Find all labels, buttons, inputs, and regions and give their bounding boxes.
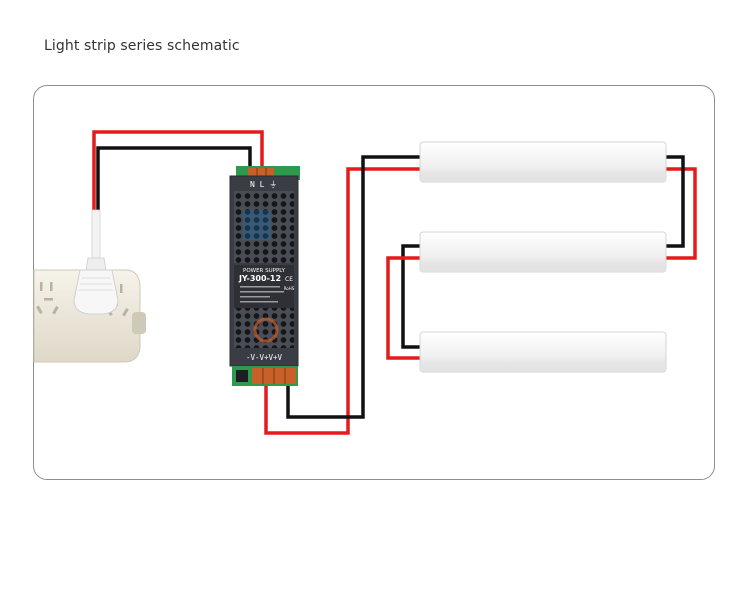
series-link-black-left [401, 244, 424, 349]
psu-input-marks: N L ⏚ [250, 180, 277, 189]
psu-output-marks: -V-V+V+V [246, 353, 283, 362]
ac-live-wire [92, 130, 264, 212]
psu-model: JY-300-12 [238, 274, 281, 283]
series-link-red-left [386, 256, 424, 360]
led-strip-bottom [419, 331, 667, 373]
wires [92, 130, 697, 435]
psu-ce-mark: CE [285, 276, 293, 283]
psu-header: POWER SUPPLY [243, 268, 286, 274]
led-strip-middle [419, 231, 667, 273]
power-supply-icon: N L ⏚ POWER SUPPLY JY-300-12 CE RoHS -V-… [229, 166, 300, 386]
series-link-black-right [662, 155, 685, 248]
page-title: Light strip series schematic [44, 38, 240, 54]
series-link-red-right [662, 167, 697, 260]
dc-positive-wire [264, 167, 423, 435]
ac-neutral-wire [96, 146, 252, 212]
dc-negative-wire [286, 155, 423, 419]
led-strip-top [419, 141, 667, 183]
psu-rohs-mark: RoHS [284, 286, 295, 291]
ac-plug-icon [73, 209, 119, 315]
